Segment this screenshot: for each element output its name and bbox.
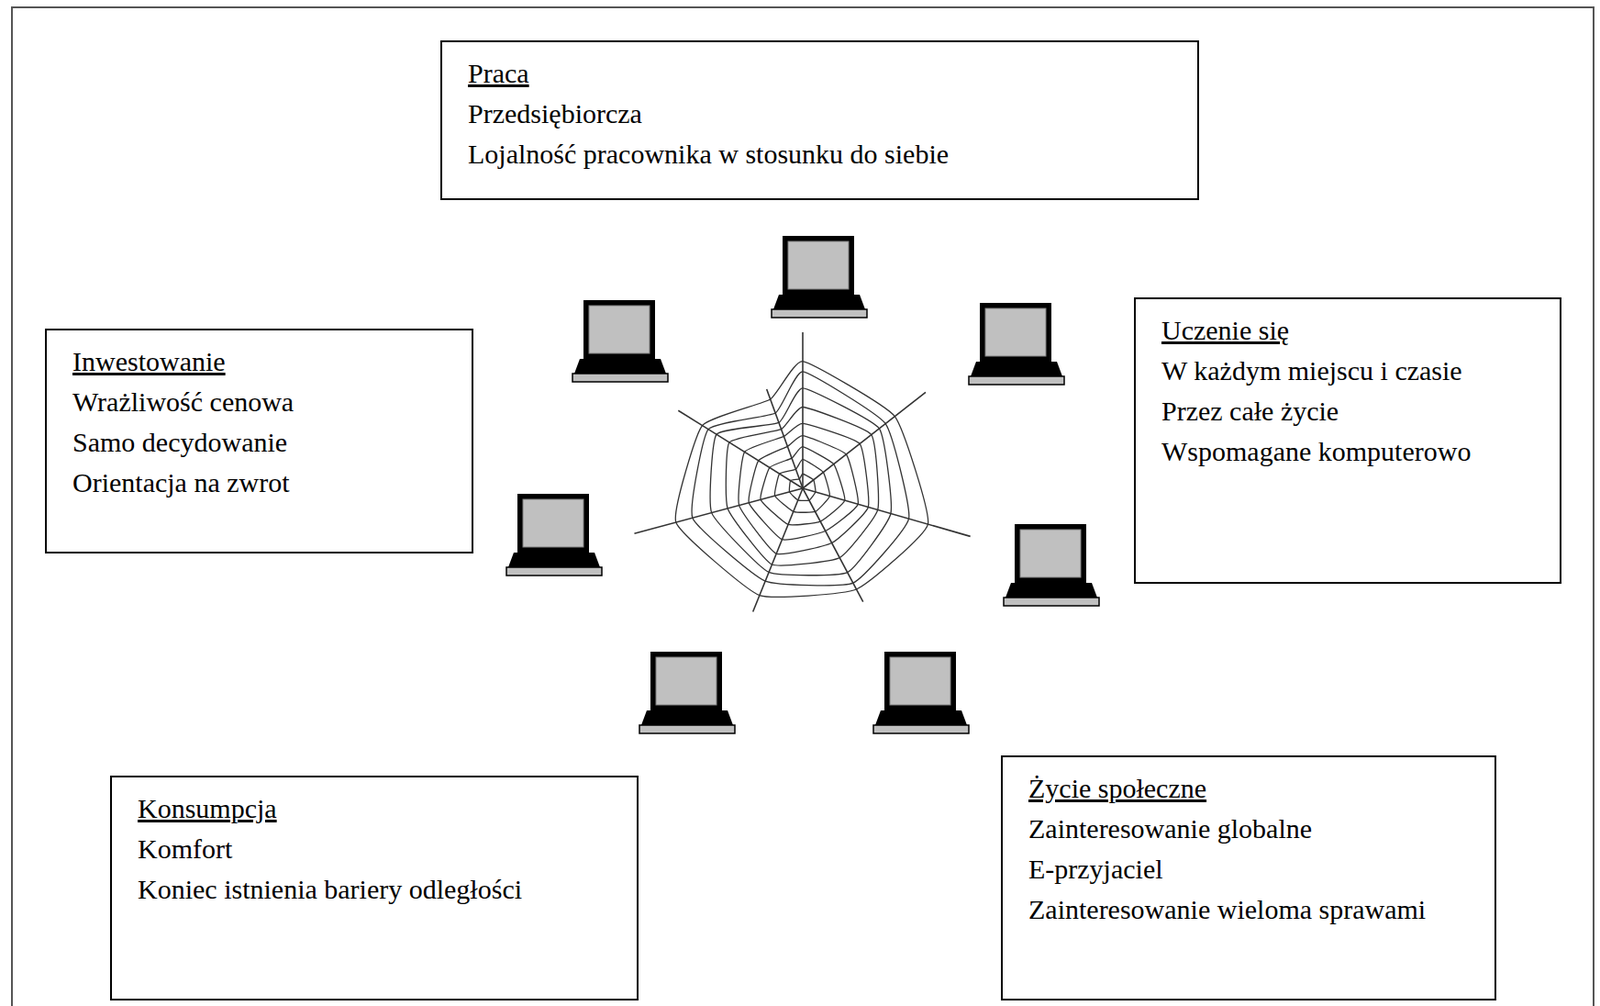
box-item: Przedsiębiorcza [467, 93, 1179, 134]
laptop-keyboard [875, 710, 967, 725]
box-item: Zainteresowanie wieloma sprawami [1028, 888, 1477, 930]
web-ring [710, 388, 891, 576]
web-spoke [633, 488, 803, 534]
web-ring [675, 361, 928, 598]
web-ring [725, 407, 878, 567]
box-heading: Uczenie się [1161, 310, 1542, 351]
laptop-keyboard [508, 552, 600, 567]
web-ring [748, 435, 858, 540]
laptop-base [506, 566, 602, 576]
topic-box: KonsumpcjaKomfortKoniec istnienia barier… [110, 775, 639, 1000]
box-item: Przez całe życie [1161, 390, 1542, 432]
box-heading: Inwestowanie [72, 341, 454, 382]
laptop-screen [1020, 529, 1081, 578]
box-item: E-przyjaciel [1028, 848, 1477, 889]
laptop-screen [985, 308, 1046, 356]
laptop-icon [968, 302, 1065, 385]
laptop-screen [522, 499, 584, 547]
laptop-base [968, 376, 1065, 385]
box-item: Koniec istnienia bariery odległości [137, 868, 619, 910]
topic-box: InwestowanieWrażliwość cenowaSamo decydo… [44, 328, 474, 554]
box-item: Zainteresowanie globalne [1028, 808, 1477, 849]
laptop-base [771, 309, 867, 318]
laptop-keyboard [1005, 582, 1098, 598]
laptop-keyboard [773, 294, 866, 310]
web-ring [774, 458, 830, 512]
laptop-lid [650, 651, 723, 711]
laptop-base [639, 724, 735, 734]
laptop-icon [572, 300, 668, 382]
topic-box: Uczenie sięW każdym miejscu i czasiePrze… [1133, 297, 1562, 584]
laptop-group [506, 235, 1100, 734]
spider-web [633, 332, 970, 612]
laptop-screen [655, 656, 717, 705]
box-heading: Praca [467, 53, 1179, 94]
laptop-screen [889, 656, 951, 705]
laptop-icon [506, 493, 602, 576]
laptop-icon [771, 235, 867, 318]
laptop-base [873, 724, 969, 734]
laptop-lid [979, 302, 1052, 362]
laptop-keyboard [970, 361, 1063, 377]
box-item: Orientacja na zwrot [72, 462, 454, 503]
web-ring [691, 371, 910, 586]
laptop-lid [782, 235, 855, 295]
topic-box: Życie społeczneZainteresowanie globalneE… [1000, 755, 1497, 1000]
box-heading: Konsumpcja [137, 788, 619, 829]
box-item: Wspomagane komputerowo [1161, 431, 1542, 472]
box-item: Lojalność pracownika w stosunku do siebi… [467, 133, 1179, 175]
web-spoke [753, 488, 803, 612]
box-item: W każdym miejscu i czasie [1161, 350, 1542, 391]
box-item: Komfort [137, 828, 619, 869]
web-ring [788, 473, 816, 500]
laptop-icon [639, 651, 735, 734]
outer-frame [11, 7, 1594, 1006]
web-ring [760, 446, 845, 525]
laptop-lid [884, 651, 956, 711]
laptop-keyboard [574, 358, 667, 374]
web-ring [738, 422, 869, 554]
laptop-lid [583, 300, 656, 359]
laptop-keyboard [641, 710, 734, 725]
laptop-screen [588, 305, 650, 354]
laptop-screen [788, 241, 849, 289]
laptop-lid [1014, 523, 1087, 583]
web-spoke [801, 332, 804, 489]
box-item: Samo decydowanie [72, 422, 454, 463]
laptop-base [1003, 597, 1100, 606]
topic-box: PracaPrzedsiębiorczaLojalność pracownika… [440, 40, 1200, 200]
laptop-icon [1003, 523, 1100, 606]
box-heading: Życie społeczne [1028, 767, 1477, 809]
laptop-base [572, 373, 668, 382]
box-item: Wrażliwość cenowa [72, 381, 454, 423]
laptop-icon [873, 651, 969, 734]
laptop-lid [517, 493, 589, 553]
